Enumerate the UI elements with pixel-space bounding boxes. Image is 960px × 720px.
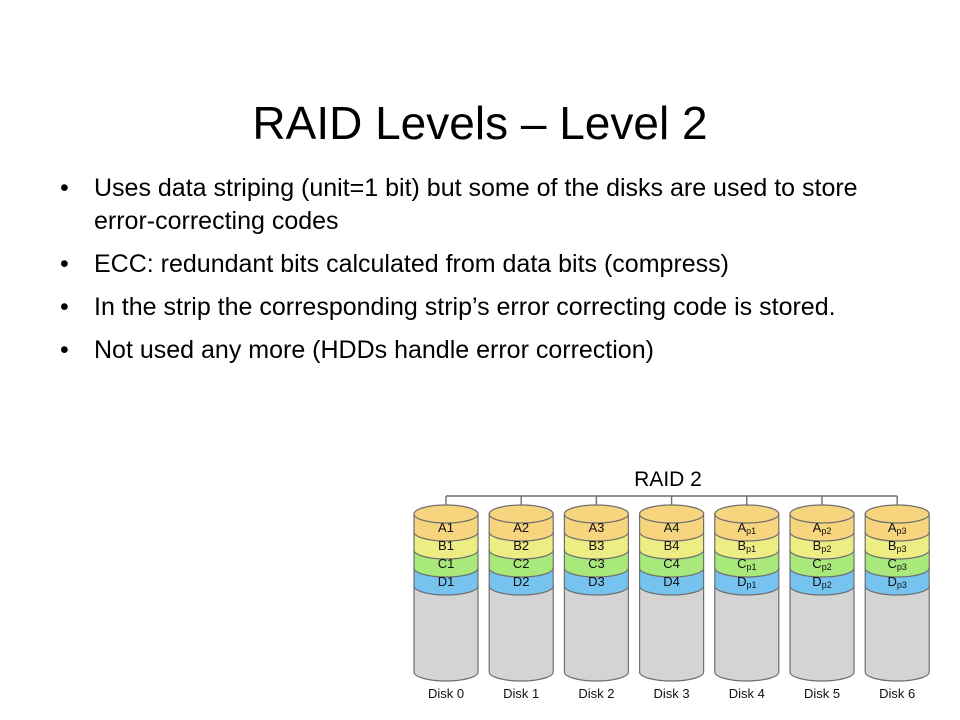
bullet-text: ECC: redundant bits calculated from data… bbox=[94, 250, 729, 278]
disk-body bbox=[789, 585, 855, 682]
block-label: C3 bbox=[588, 556, 605, 571]
block-label: B2 bbox=[513, 538, 529, 553]
block-label: D1 bbox=[438, 574, 455, 589]
disk-body bbox=[864, 585, 930, 682]
block-label: Bp3 bbox=[888, 538, 907, 554]
disk-top-cap bbox=[639, 504, 705, 524]
block-label: Dp2 bbox=[812, 574, 831, 590]
disk-top-cap bbox=[413, 504, 479, 524]
block-label: C4 bbox=[663, 556, 680, 571]
disk-body bbox=[563, 585, 629, 682]
disk-label: Disk 1 bbox=[503, 686, 539, 701]
disk-label: Disk 5 bbox=[804, 686, 840, 701]
block-label: A3 bbox=[588, 520, 604, 535]
bullet-item: • ECC: redundant bits calculated from da… bbox=[60, 248, 920, 281]
disk-body bbox=[413, 585, 479, 682]
disk-top-cap bbox=[789, 504, 855, 524]
bullet-text: Not used any more (HDDs handle error cor… bbox=[94, 336, 654, 364]
block-label: Bp2 bbox=[813, 538, 832, 554]
disk-label: Disk 0 bbox=[428, 686, 464, 701]
block-label: B3 bbox=[588, 538, 604, 553]
block-label: D2 bbox=[513, 574, 530, 589]
block-label: Cp1 bbox=[737, 556, 756, 572]
bullet-text: In the strip the corresponding strip’s e… bbox=[94, 293, 836, 321]
diagram-title: RAID 2 bbox=[634, 468, 702, 491]
block-label: Cp3 bbox=[887, 556, 906, 572]
bullet-text: Uses data striping (unit=1 bit) but some… bbox=[94, 174, 858, 235]
block-label: Dp1 bbox=[737, 574, 756, 590]
block-label: C2 bbox=[513, 556, 530, 571]
block-label: Ap2 bbox=[813, 520, 832, 536]
block-label: C1 bbox=[438, 556, 455, 571]
bullet-icon: • bbox=[60, 174, 69, 202]
block-label: A1 bbox=[438, 520, 454, 535]
disk-body bbox=[639, 585, 705, 682]
disk-label: Disk 3 bbox=[654, 686, 690, 701]
block-label: D4 bbox=[663, 574, 680, 589]
bullet-item: • Not used any more (HDDs handle error c… bbox=[60, 334, 920, 367]
bullet-item: • In the strip the corresponding strip’s… bbox=[60, 291, 920, 324]
block-label: Dp3 bbox=[887, 574, 906, 590]
disk-top-cap bbox=[714, 504, 780, 524]
disk-label: Disk 4 bbox=[729, 686, 765, 701]
disk-label: Disk 2 bbox=[578, 686, 614, 701]
disk-top-cap bbox=[563, 504, 629, 524]
slide-title: RAID Levels – Level 2 bbox=[252, 96, 708, 149]
block-label: A4 bbox=[664, 520, 680, 535]
block-label: Ap3 bbox=[888, 520, 907, 536]
block-label: Bp1 bbox=[737, 538, 756, 554]
disk-body bbox=[488, 585, 554, 682]
bullet-icon: • bbox=[60, 250, 69, 278]
block-label: D3 bbox=[588, 574, 605, 589]
disk-top-cap bbox=[488, 504, 554, 524]
disk-top-cap bbox=[864, 504, 930, 524]
bullet-list: • Uses data striping (unit=1 bit) but so… bbox=[60, 172, 920, 377]
disk-label: Disk 6 bbox=[879, 686, 915, 701]
bullet-item: • Uses data striping (unit=1 bit) but so… bbox=[60, 172, 920, 238]
block-label: B1 bbox=[438, 538, 454, 553]
block-label: Cp2 bbox=[812, 556, 831, 572]
bullet-icon: • bbox=[60, 336, 69, 364]
block-label: A2 bbox=[513, 520, 529, 535]
block-label: Ap1 bbox=[737, 520, 756, 536]
block-label: B4 bbox=[664, 538, 680, 553]
bullet-icon: • bbox=[60, 293, 69, 321]
disk-body bbox=[714, 585, 780, 682]
